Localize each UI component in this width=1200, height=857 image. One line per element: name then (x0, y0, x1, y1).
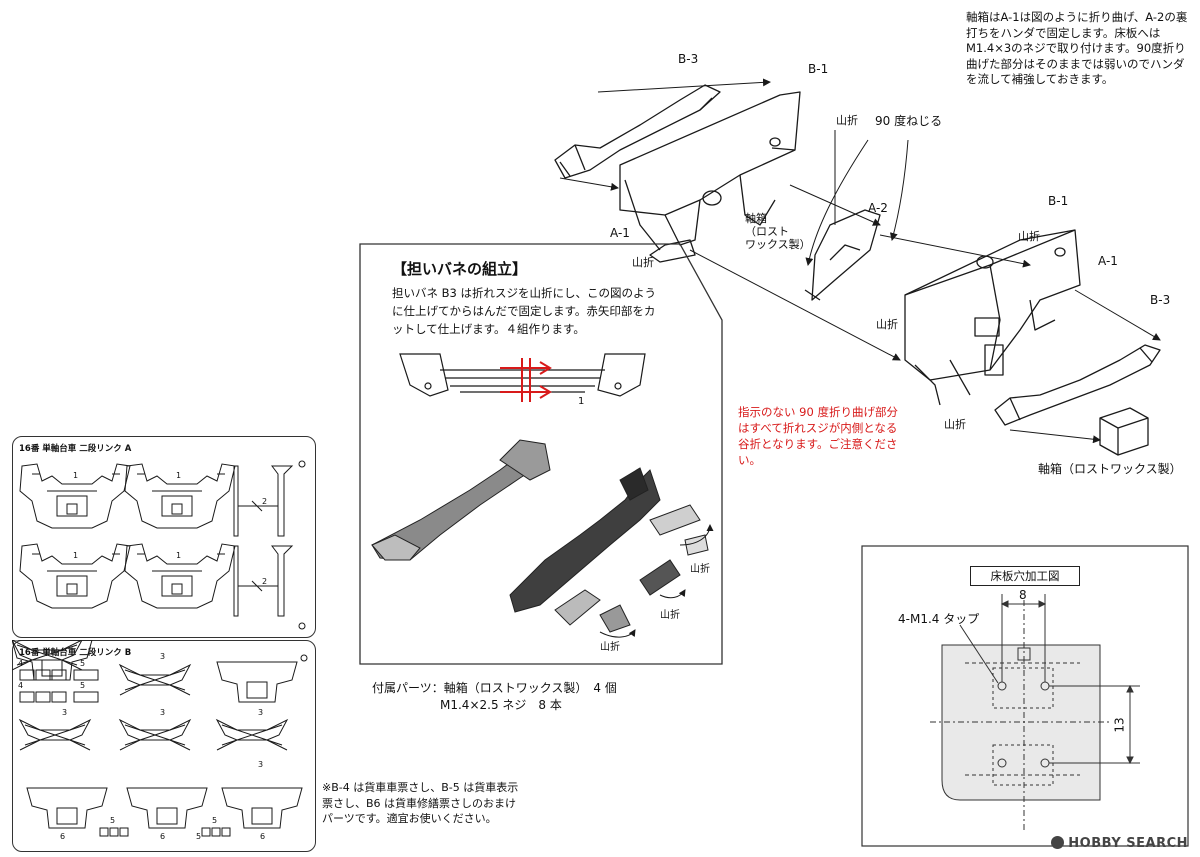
sheet-b-num-3: 3 (160, 652, 166, 661)
watermark: HOBBY SEARCH (1051, 836, 1188, 851)
etching-sheet-a: 16番 単軸台車 二段リンク A (12, 436, 316, 638)
sheet-b-num-15: 6 (260, 832, 266, 841)
sheet-b-num-2: 5 (80, 659, 86, 668)
photo-label-yamaori-3: 山折 (600, 642, 620, 653)
sheet-b-num-14: 6 (160, 832, 166, 841)
accessories-line-2: M1.4×2.5 ネジ 8 本 (440, 698, 562, 712)
label-b3-right: B-3 (1150, 293, 1171, 307)
watermark-text: HOBBY SEARCH (1068, 836, 1188, 851)
spring-panel-text: 担いバネ B3 は折れスジを山折にし、この図のように仕上げてからはんだで固定しま… (392, 286, 657, 336)
hobbysearch-logo-icon (1051, 836, 1065, 849)
photo-label-yamaori-1: 山折 (690, 564, 710, 575)
spring-panel-title: 【担いバネの組立】 (392, 260, 528, 278)
sheet-b-num-4: 3 (62, 708, 68, 717)
sheet-a-num-3: 2 (262, 497, 268, 506)
label-a1-left: A-1 (610, 226, 630, 240)
label-axlebox-right: 軸箱（ロストワックス製） (1038, 462, 1182, 476)
sheet-b-num-6: 5 (80, 681, 86, 690)
sheet-b-num-13: 6 (60, 832, 66, 841)
label-b3-left: B-3 (678, 52, 699, 66)
dim-width: 8 (1019, 588, 1027, 602)
sheet-b-num-9: 3 (258, 760, 264, 769)
label-yamaori-2: 山折 (836, 114, 858, 127)
sheet-a-num-4: 1 (73, 551, 79, 560)
label-yamaori-4: 山折 (876, 318, 898, 331)
bonus-parts-footnote: ※B-4 は貨車車票さし、B-5 は貨車表示票さし、B6 は貨車修繕票さしのおま… (322, 781, 519, 825)
label-yamaori-1: 山折 (632, 256, 654, 269)
sheet-b-num-5: 4 (18, 681, 24, 690)
sheet-a-parts (19, 460, 306, 630)
photo-label-yamaori-2: 山折 (660, 610, 680, 621)
label-twist: 90 度ねじる (875, 114, 943, 128)
assembly-note: 軸箱はA-1は図のように折り曲げ、A-2の裏打ちをハンダで固定します。床板へはM… (966, 10, 1188, 86)
sheet-a-num-1: 1 (73, 471, 79, 480)
fold-warning: 指示のない 90 度折り曲げ部分はすべて折れスジが内側となる谷折となります。ご注… (738, 405, 898, 467)
tap-label: 4-M1.4 タップ (898, 612, 980, 626)
sheet-b-num-10: 5 (110, 816, 116, 825)
sheet-b-num-7: 3 (160, 708, 166, 717)
label-axlebox-left: 軸箱 （ロスト ワックス製） (745, 212, 811, 251)
sheet-b-num-12: 5 (196, 832, 202, 841)
sheet-a-num-6: 2 (262, 577, 268, 586)
label-a2: A-2 (868, 201, 888, 215)
sheet-b-parts (12, 640, 308, 837)
label-yamaori-5: 山折 (944, 418, 966, 431)
sheet-a-num-5: 1 (176, 551, 182, 560)
spring-part-number: 1 (578, 396, 585, 407)
accessories-list: 付属パーツ：軸箱（ロストワックス製） 4 個 M1.4×2.5 ネジ 8 本 (372, 680, 617, 714)
floor-plate-title: 床板穴加工図 (970, 566, 1080, 586)
sheet-a-num-2: 1 (176, 471, 182, 480)
label-a1-right: A-1 (1098, 254, 1118, 268)
label-b1-left: B-1 (808, 62, 829, 76)
accessories-line-1: 付属パーツ：軸箱（ロストワックス製） 4 個 (372, 681, 617, 695)
sheet-b-num-11: 5 (212, 816, 218, 825)
label-b1-right: B-1 (1048, 194, 1069, 208)
sheet-b-num-1: 4 (18, 659, 24, 668)
sheet-b-num-8: 3 (258, 708, 264, 717)
sheet-a-title: 16番 単軸台車 二段リンク A (19, 444, 132, 454)
dim-height: 13 (1112, 717, 1127, 733)
label-yamaori-3: 山折 (1018, 230, 1040, 243)
